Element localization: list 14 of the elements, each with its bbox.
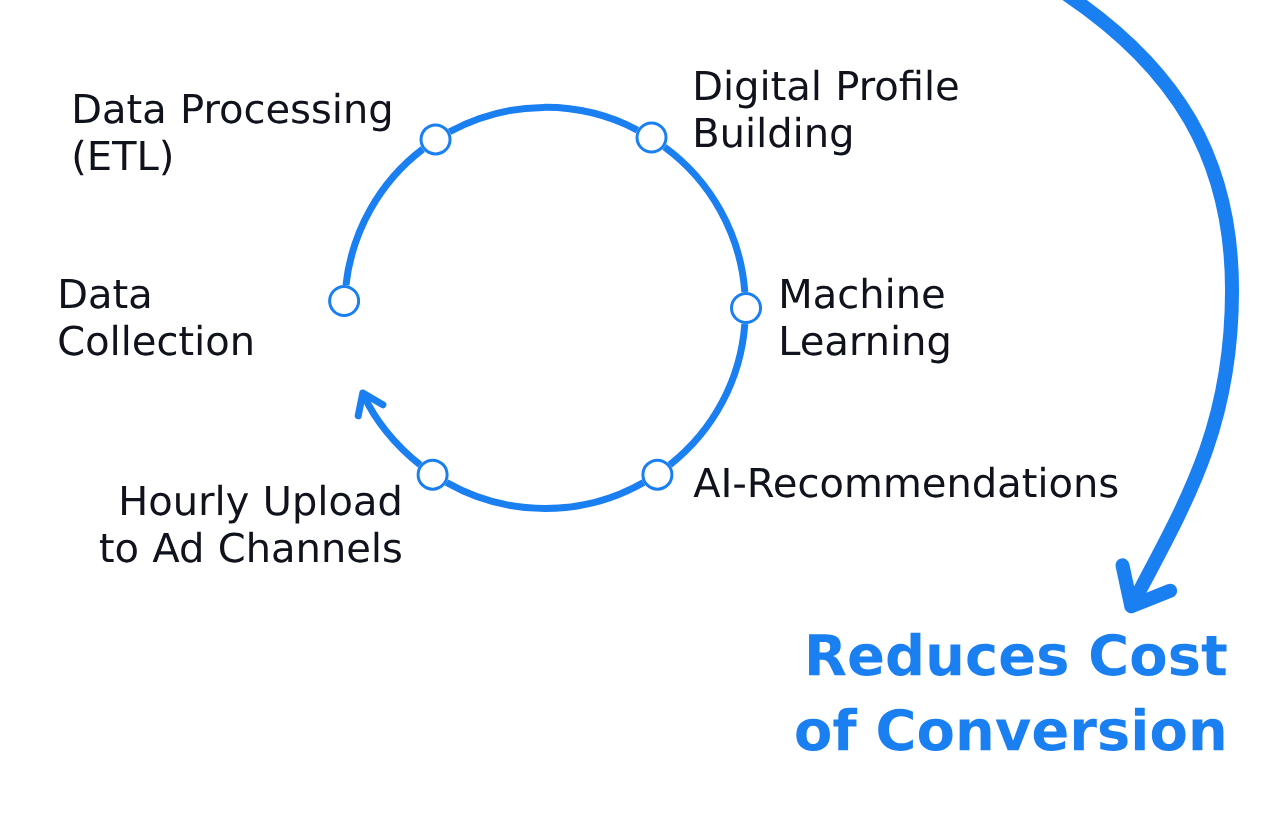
arc-segment <box>667 323 749 468</box>
arc-segment <box>662 144 749 293</box>
stage-label: Data Processing (ETL) <box>74 92 391 176</box>
arc-segment <box>448 103 639 135</box>
stage-label: AI-Recommendations <box>693 466 1118 498</box>
arc-segment <box>342 146 425 286</box>
stage-label: Machine Learning <box>782 277 949 364</box>
stage-label: Data Collection <box>59 278 252 356</box>
arc-segment <box>444 479 646 512</box>
curved-arrow <box>354 389 423 468</box>
curved-arrow <box>1061 0 1239 614</box>
stage-label: Digital Profile Building <box>696 69 958 156</box>
result-heading: Reduces Cost of Conversion <box>796 632 1227 751</box>
stage-label: Hourly Upload to Ad Channels <box>99 484 401 563</box>
